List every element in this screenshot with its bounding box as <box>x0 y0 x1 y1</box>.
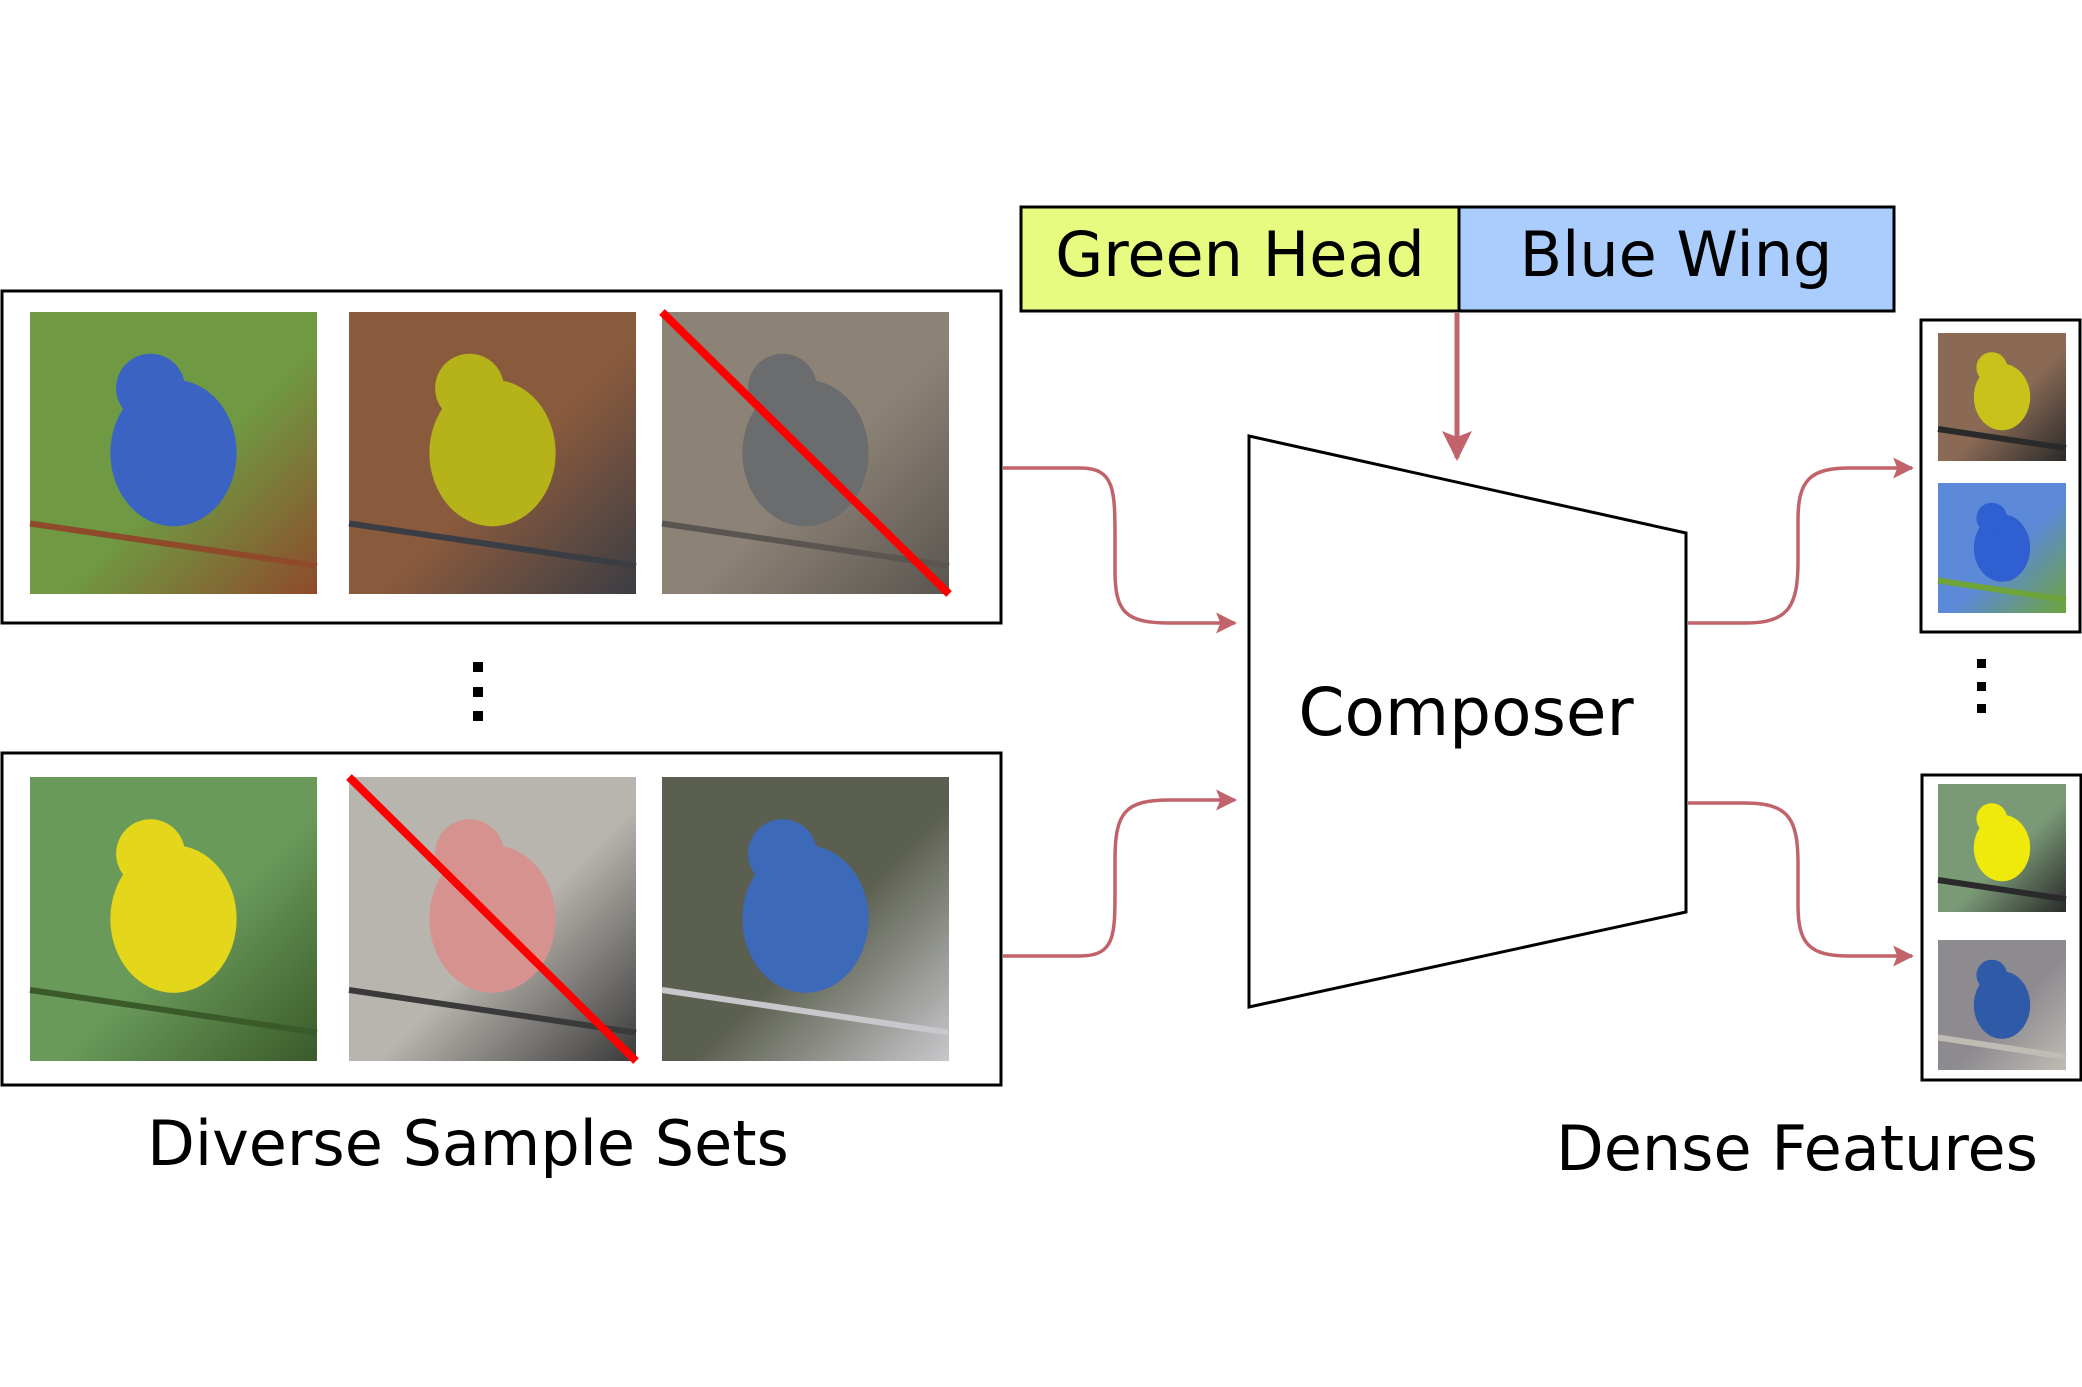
green-head-label: Green Head <box>1055 218 1425 291</box>
output-arrow-2 <box>1688 801 1915 967</box>
photo-green-head-patch <box>1937 333 2067 461</box>
sample-sets-caption: Diverse Sample Sets <box>147 1107 789 1180</box>
composer-label: Composer <box>1298 674 1634 751</box>
images-layer <box>29 309 2067 1070</box>
branch <box>661 987 950 1036</box>
branch <box>1937 877 2067 903</box>
branch <box>29 520 318 569</box>
blue-wing-box <box>1457 205 1896 313</box>
composer-block: Composer <box>1247 434 1688 1009</box>
bird-head <box>748 353 817 423</box>
branch <box>1937 1034 2067 1060</box>
branch <box>348 520 637 569</box>
photo-scrub-jay <box>661 777 950 1061</box>
attribute-query: Green Head Blue Wing <box>1019 205 1896 313</box>
exclusion-slash <box>346 774 639 1064</box>
input-arrow-2 <box>1003 789 1238 958</box>
dense-features-ellipsis <box>1977 659 1986 713</box>
bird-head <box>1976 803 2008 834</box>
photo-green-head-patch <box>1937 784 2067 912</box>
blue-wing-label: Blue Wing <box>1520 218 1833 291</box>
exclusion-slash <box>659 309 952 597</box>
photo-yellow-rumped-warbler <box>659 309 952 597</box>
branch <box>29 987 318 1036</box>
bird-head <box>1976 502 2008 534</box>
dense-features-caption: Dense Features <box>1556 1112 2038 1185</box>
photo-house-finch <box>346 774 639 1064</box>
composer-shape <box>1247 434 1688 1009</box>
bird-head <box>435 819 504 889</box>
bird-head <box>116 819 185 889</box>
photo-blue-wing-patch <box>1937 483 2067 613</box>
photo-steller-jay <box>29 312 318 594</box>
bird-head <box>1976 959 2008 991</box>
sample-sets-ellipsis <box>473 662 483 721</box>
green-head-box <box>1019 205 1461 313</box>
bird-head <box>748 819 817 889</box>
branch <box>348 987 637 1036</box>
photo-pine-warbler <box>348 312 637 594</box>
bird-head <box>116 353 185 423</box>
branch <box>661 520 950 569</box>
bird-head <box>435 353 504 423</box>
photo-blue-winged-warbler <box>29 777 318 1061</box>
input-arrow-1 <box>1003 466 1238 634</box>
bird-head <box>1976 352 2008 383</box>
branch <box>1937 426 2067 452</box>
branch <box>1937 577 2067 603</box>
output-arrow-1 <box>1688 457 1915 625</box>
photo-blue-wing-patch <box>1937 940 2067 1070</box>
